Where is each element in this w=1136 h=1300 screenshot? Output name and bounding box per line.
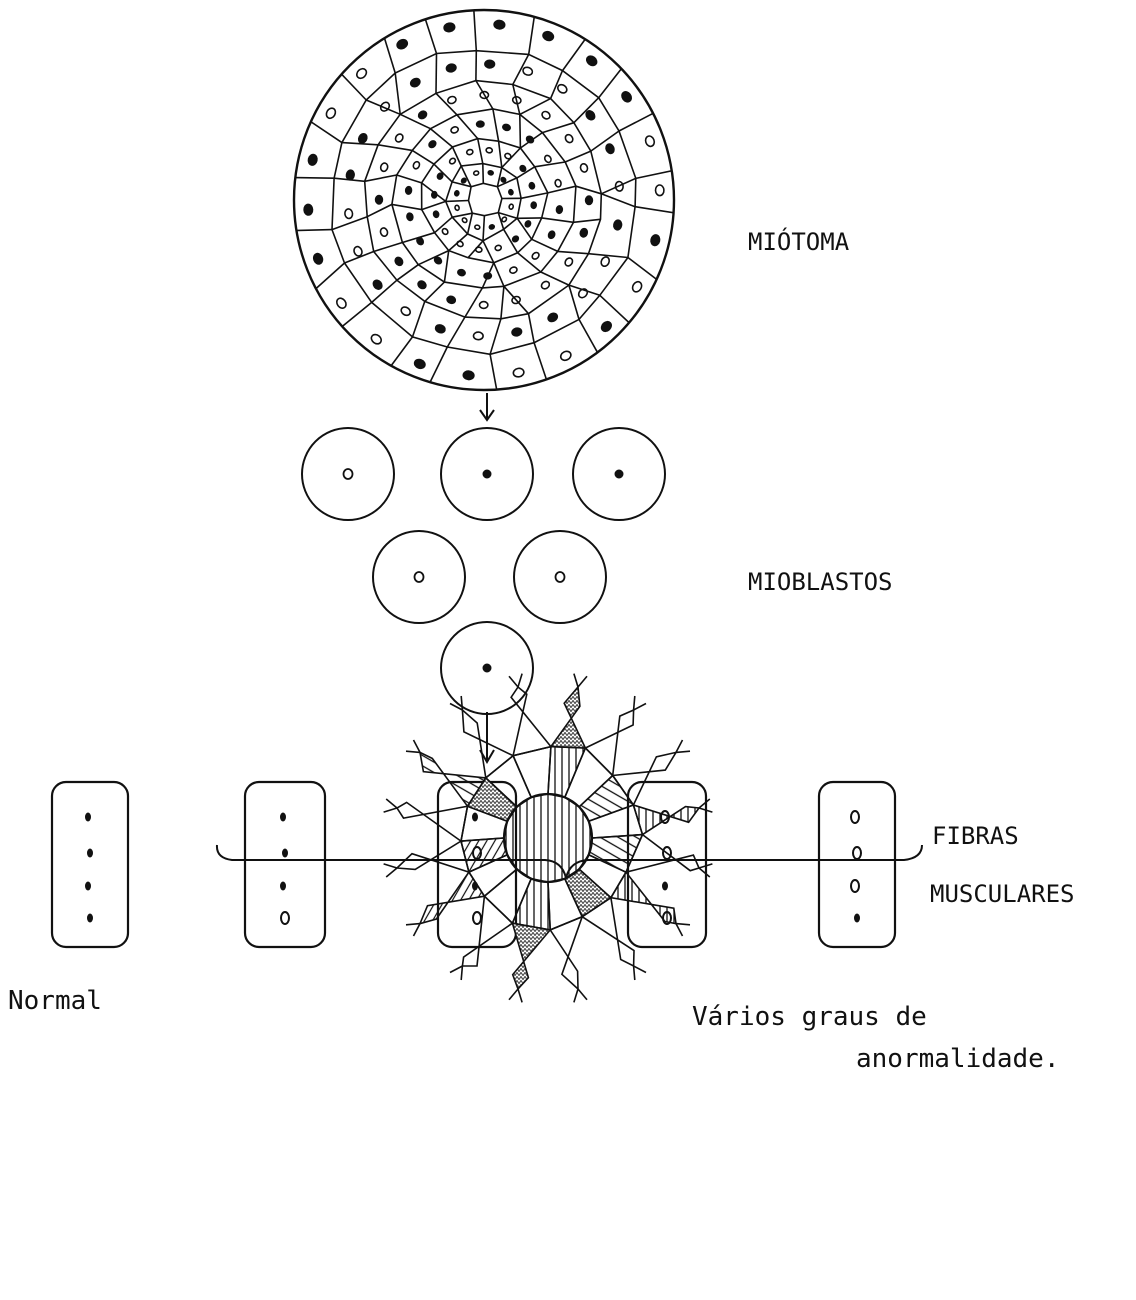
abnormal-sphere [384, 674, 713, 1003]
label-anormalidade: anormalidade. [856, 1044, 1060, 1074]
arrow-down-1 [480, 393, 494, 420]
label-miotoma: MIÓTOMA [748, 228, 849, 256]
label-varios-graus: Vários graus de [692, 1002, 927, 1032]
mioblast-cells [302, 428, 665, 714]
label-musculares: MUSCULARES [930, 880, 1075, 908]
label-fibras: FIBRAS [932, 822, 1019, 850]
miotoma-sphere [287, 1, 681, 397]
label-mioblastos: MIOBLASTOS [748, 568, 893, 596]
label-normal: Normal [8, 986, 102, 1016]
